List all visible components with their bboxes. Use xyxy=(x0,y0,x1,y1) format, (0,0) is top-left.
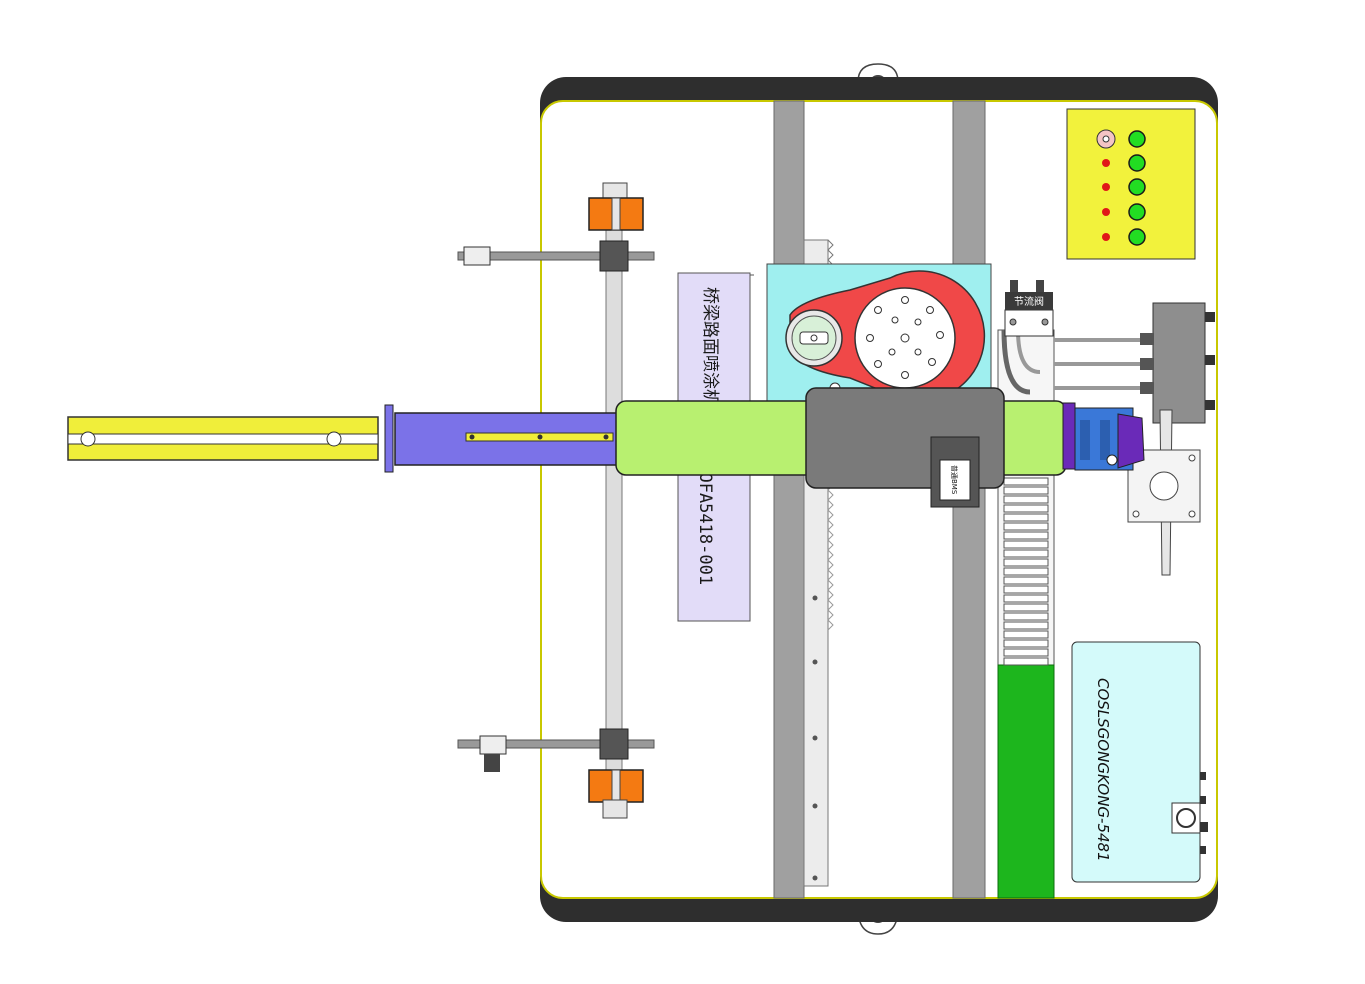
name-plate-code: KJOFA5418-001 xyxy=(695,452,715,585)
yellow-extension-arm xyxy=(67,416,409,461)
chain-link xyxy=(1003,567,1049,576)
motor-tag-label: 普通BMS xyxy=(950,465,959,495)
blue-cylinder xyxy=(384,404,621,473)
swing-arm xyxy=(789,270,986,402)
panel-buttons[interactable] xyxy=(1128,130,1146,246)
chain-link xyxy=(1003,621,1049,630)
chain-link xyxy=(1003,540,1049,549)
chain-link xyxy=(1003,648,1049,657)
chain-link xyxy=(1003,486,1049,495)
box-code-label: COSLSGONGKONG-5481 xyxy=(1094,678,1112,862)
chain-link xyxy=(1003,576,1049,585)
chain-link xyxy=(1003,585,1049,594)
key-switch[interactable] xyxy=(1096,129,1116,149)
valve-manifold xyxy=(1140,302,1215,424)
chain-link xyxy=(1003,531,1049,540)
chain-link xyxy=(1003,477,1049,486)
top-clamp xyxy=(457,182,655,272)
chain-link xyxy=(1003,639,1049,648)
chain-link xyxy=(1003,504,1049,513)
gray-housing: 普通BMS xyxy=(805,387,1005,508)
chain-link xyxy=(1003,522,1049,531)
left-rail xyxy=(773,100,805,899)
guide-rod xyxy=(605,224,623,786)
chain-link xyxy=(1003,549,1049,558)
throttle-valve-label: 节流阀 xyxy=(1014,295,1044,308)
indicator-lamp-icon xyxy=(1102,159,1110,241)
bottom-clamp xyxy=(457,728,655,819)
chain-link xyxy=(1003,495,1049,504)
throttle-valve: 节流阀 xyxy=(1004,280,1054,337)
chain-link xyxy=(1003,603,1049,612)
chain-link xyxy=(1003,594,1049,603)
electrical-box: COSLSGONGKONG-5481 xyxy=(1071,641,1208,883)
chain-link xyxy=(1003,657,1049,666)
chain-link xyxy=(1003,513,1049,522)
chain-link xyxy=(1003,558,1049,567)
pressure-gauge-icon xyxy=(785,309,843,367)
chain-link xyxy=(1003,630,1049,639)
drag-chain-bend xyxy=(1001,329,1041,395)
drag-chain-links xyxy=(1003,477,1049,666)
manifold-bracket xyxy=(1127,409,1201,576)
servo-motor xyxy=(1062,402,1145,471)
chain-link xyxy=(1003,612,1049,621)
name-plate-title: 桥梁路面喷涂机器 xyxy=(700,287,720,423)
air-hoses xyxy=(1054,338,1148,390)
